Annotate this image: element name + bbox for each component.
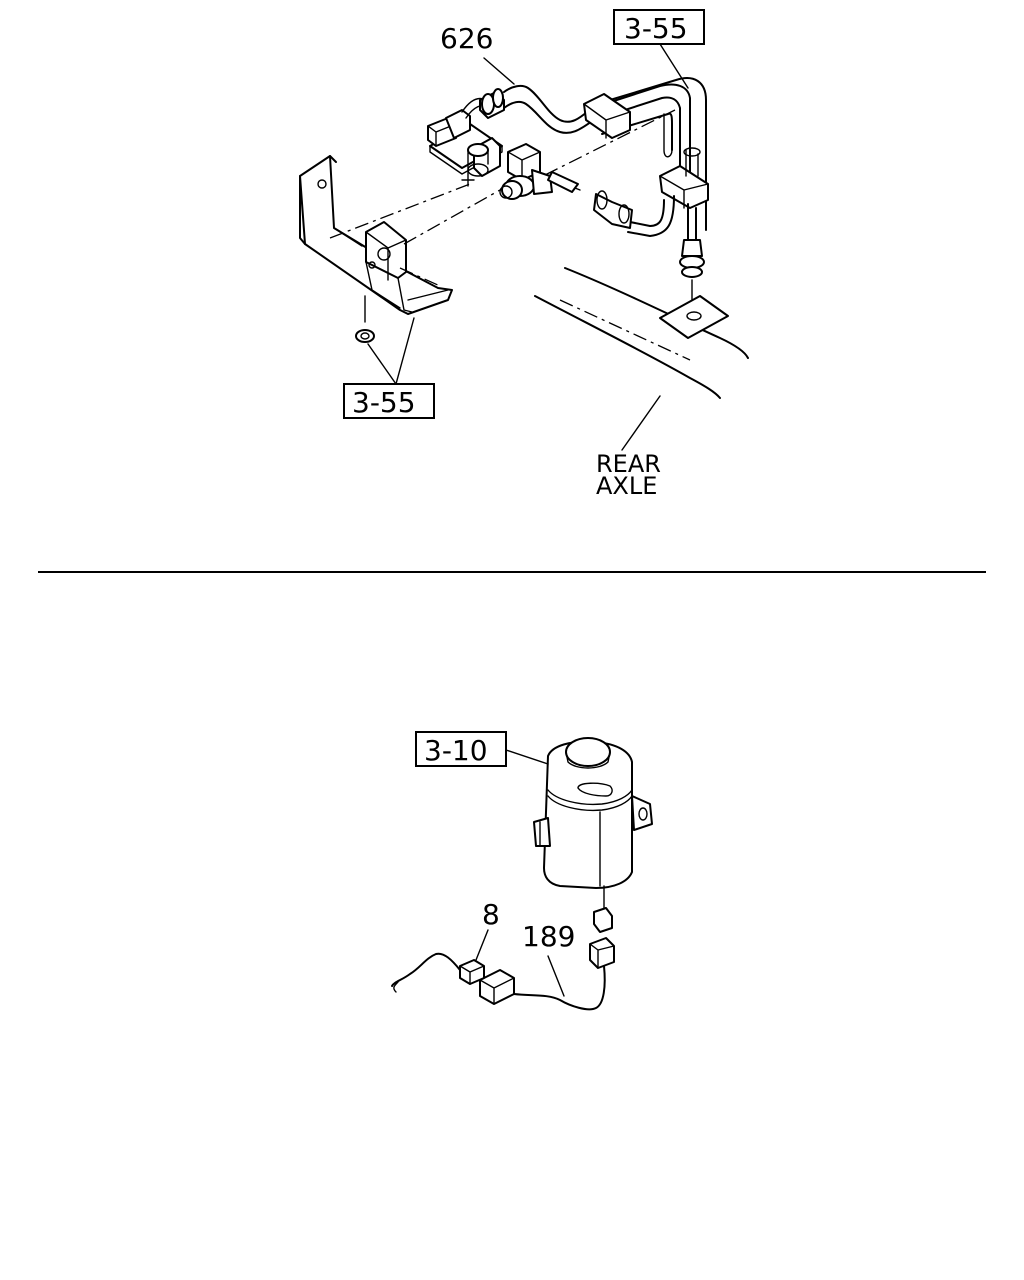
assembly-line-3 (544, 109, 676, 176)
ref-box-3-55-bottom (343, 383, 435, 419)
callout-3-10: 3-10 (424, 734, 488, 767)
leader-3-10 (505, 749, 549, 765)
label-rear-axle-line2: AXLE (596, 472, 657, 500)
assembly-line-4 (399, 267, 441, 287)
brake-fluid-reservoir (533, 737, 653, 933)
leader-3-55-bottom-b (395, 317, 415, 385)
leader-3-55-top (659, 43, 689, 89)
harness (391, 937, 615, 1011)
callout-626: 626 (440, 22, 493, 55)
upper-assembly: REAR AXLE (299, 9, 749, 500)
connector-8 (459, 959, 485, 985)
callout-8: 8 (482, 898, 500, 931)
leader-8 (475, 929, 489, 961)
callout-3-55-bottom: 3-55 (352, 386, 416, 419)
callout-189: 189 (522, 920, 575, 953)
assembly-line-2 (403, 189, 501, 245)
mounting-bracket (299, 155, 453, 315)
leader-189 (547, 955, 565, 997)
ref-box-3-10 (415, 731, 507, 767)
connector-189-upper (589, 937, 615, 969)
leader-rear-axle (621, 395, 661, 451)
callout-3-55-top: 3-55 (624, 12, 688, 45)
ref-box-3-55-top (613, 9, 705, 45)
rear-axle-housing (534, 267, 749, 399)
switch-assembly (427, 97, 503, 187)
brake-pipes (583, 77, 709, 301)
leader-3-55-bottom-a (367, 343, 397, 385)
hose-fitting (479, 84, 595, 134)
lower-assembly: 3-10 8 189 (391, 731, 653, 1011)
label-rear-axle-line1: REAR (596, 450, 661, 478)
nut (355, 295, 375, 343)
leader-626 (483, 57, 515, 85)
assembly-line-1 (329, 183, 471, 239)
pressure-valve (499, 143, 581, 200)
